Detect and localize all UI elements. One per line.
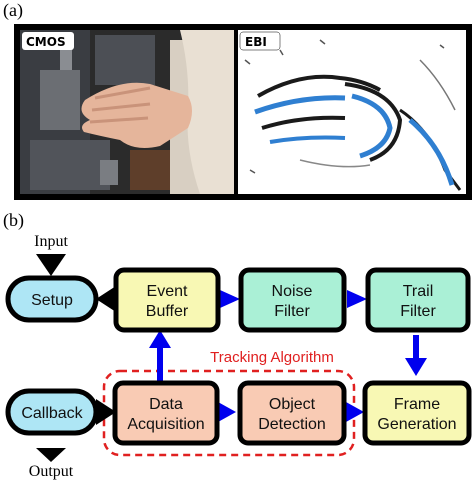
node-noise-filter: Noise Filter (238, 267, 347, 333)
node-event-buffer-line1: Event (147, 283, 188, 300)
node-callback: Callback (5, 388, 99, 436)
ebi-photo: EBI (238, 30, 466, 194)
blue-arrows (149, 290, 427, 422)
node-trail-filter-line2: Filter (400, 303, 436, 320)
node-data-acquisition-line1: Data (149, 396, 183, 413)
panel-b-label: (b) (3, 210, 24, 231)
node-frame-generation-line2: Generation (377, 416, 456, 433)
setup-to-buffer-arrow (96, 286, 116, 312)
input-arrow (36, 254, 66, 276)
output-arrow (36, 448, 66, 462)
node-trail-filter-line1: Trail (403, 283, 434, 300)
cmos-photo: CMOS (20, 30, 234, 194)
node-noise-filter-line2: Filter (274, 303, 310, 320)
flow-nodes: Setup Event Buffer Noise Filter Trail Fi… (5, 267, 472, 446)
node-data-acquisition-line2: Acquisition (127, 416, 204, 433)
ebi-tag: EBI (245, 35, 267, 49)
node-trail-filter: Trail Filter (365, 267, 471, 333)
node-callback-label: Callback (21, 405, 83, 422)
photo-strip: CMOS EBI (14, 24, 472, 200)
output-label: Output (29, 463, 74, 480)
acquisition-to-buffer-arrow (149, 330, 171, 348)
node-event-buffer-line2: Buffer (146, 303, 189, 320)
tracking-algorithm-label: Tracking Algorithm (210, 349, 334, 366)
node-setup-label: Setup (31, 292, 73, 309)
trail-to-frame-arrow (405, 358, 427, 376)
buffer-to-noise-arrow (220, 290, 240, 308)
node-data-acquisition: Data Acquisition (112, 380, 220, 446)
frame-to-detection-arrow (346, 402, 364, 422)
input-label: Input (34, 233, 68, 250)
acquisition-to-callback-arrow (96, 399, 116, 425)
node-object-detection-line2: Detection (258, 416, 326, 433)
cmos-tag: CMOS (26, 35, 66, 49)
node-event-buffer: Event Buffer (113, 267, 221, 333)
panel-a-label: (a) (3, 0, 23, 21)
noise-to-trail-arrow (347, 290, 367, 308)
node-noise-filter-line1: Noise (272, 283, 313, 300)
node-object-detection-line1: Object (269, 396, 316, 413)
detection-to-acquisition-arrow (218, 402, 236, 422)
node-object-detection: Object Detection (237, 380, 347, 446)
node-frame-generation-line1: Frame (394, 396, 440, 413)
node-setup: Setup (5, 275, 99, 323)
node-frame-generation: Frame Generation (362, 380, 472, 446)
